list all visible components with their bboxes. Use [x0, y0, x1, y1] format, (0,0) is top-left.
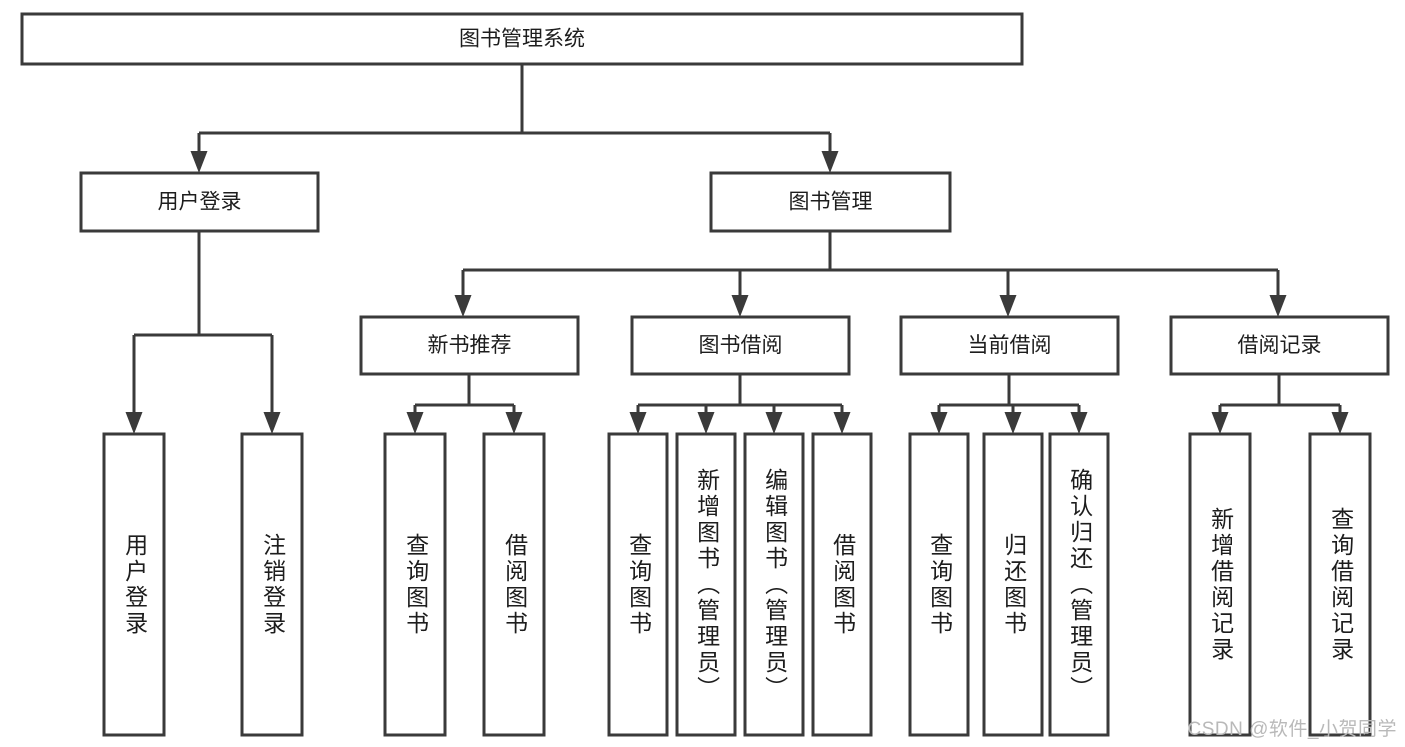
box-layer — [20, 12, 1390, 737]
level2-node-current-borrow-label: 当前借阅 — [968, 334, 1052, 357]
level2-node-borrow-record-label: 借阅记录 — [1238, 334, 1322, 357]
leaf-node-leaf-query-book-new-box — [383, 432, 447, 737]
connector-new-book-to-leaves-arrow-0-head — [406, 412, 424, 434]
level2-node-book-borrow-box — [630, 315, 851, 376]
connector-borrow-record-to-leaves-arrow-1-head — [1331, 412, 1349, 434]
leaf-node-leaf-user-login-box — [102, 432, 166, 737]
connector-current-borrow-to-leaves-arrow-0-head — [930, 412, 948, 434]
level1-node-user-login-box — [79, 171, 320, 233]
connector-book-borrow-to-leaves-arrow-3-head — [833, 412, 851, 434]
connector-current-borrow-to-leaves-arrow-1-head — [1004, 412, 1022, 434]
leaf-node-leaf-query-book-borrow-box — [607, 432, 669, 737]
connector-borrow-record-to-leaves-arrow-0-head — [1211, 412, 1229, 434]
leaf-node-leaf-borrow-book-new-box — [482, 432, 546, 737]
level2-node-book-borrow-label: 图书借阅 — [699, 334, 783, 357]
level2-node-current-borrow-box — [899, 315, 1120, 376]
leaf-node-leaf-logout-box — [240, 432, 304, 737]
leaf-node-leaf-query-borrow-record-box — [1308, 432, 1372, 737]
connector-book-mgmt-to-level2-arrow-3-head — [1269, 295, 1287, 317]
connector-layer — [125, 64, 1349, 434]
level2-node-borrow-record-box — [1169, 315, 1390, 376]
root-node-book-management-system-label: 图书管理系统 — [459, 28, 585, 51]
connector-book-borrow-to-leaves-arrow-1-head — [697, 412, 715, 434]
connector-book-mgmt-to-level2-arrow-2-head — [999, 295, 1017, 317]
connector-user-login-to-leaves-arrow-0-head — [125, 412, 143, 434]
level2-node-new-book-recommend-box — [359, 315, 580, 376]
level1-node-book-management-box — [709, 171, 952, 233]
leaf-node-leaf-borrow-book-box — [811, 432, 873, 737]
connector-user-login-to-leaves-arrow-1-head — [263, 412, 281, 434]
connector-book-borrow-to-leaves-arrow-2-head — [765, 412, 783, 434]
connector-current-borrow-to-leaves-arrow-2-head — [1070, 412, 1088, 434]
leaf-node-leaf-confirm-return-admin-box — [1048, 432, 1110, 737]
connector-book-mgmt-to-level2-arrow-1-head — [731, 295, 749, 317]
root-node-book-management-system-box — [20, 12, 1024, 66]
connector-root-to-level1-arrow-1-head — [821, 151, 839, 173]
connector-new-book-to-leaves-arrow-1-head — [505, 412, 523, 434]
level1-node-book-management-label: 图书管理 — [789, 191, 873, 214]
watermark-text: CSDN @软件_小贺同学 — [1187, 719, 1397, 740]
leaf-node-leaf-query-book-current-box — [908, 432, 970, 737]
leaf-node-leaf-add-borrow-record-box — [1188, 432, 1252, 737]
leaf-node-leaf-return-book-box — [982, 432, 1044, 737]
connector-book-mgmt-to-level2-arrow-0-head — [454, 295, 472, 317]
level2-node-new-book-recommend-label: 新书推荐 — [428, 334, 512, 357]
leaf-node-leaf-add-book-admin-box — [675, 432, 737, 737]
connector-root-to-level1-arrow-0-head — [190, 151, 208, 173]
level1-node-user-login-label: 用户登录 — [158, 191, 242, 214]
connector-book-borrow-to-leaves-arrow-0-head — [629, 412, 647, 434]
leaf-node-leaf-edit-book-admin-box — [743, 432, 805, 737]
